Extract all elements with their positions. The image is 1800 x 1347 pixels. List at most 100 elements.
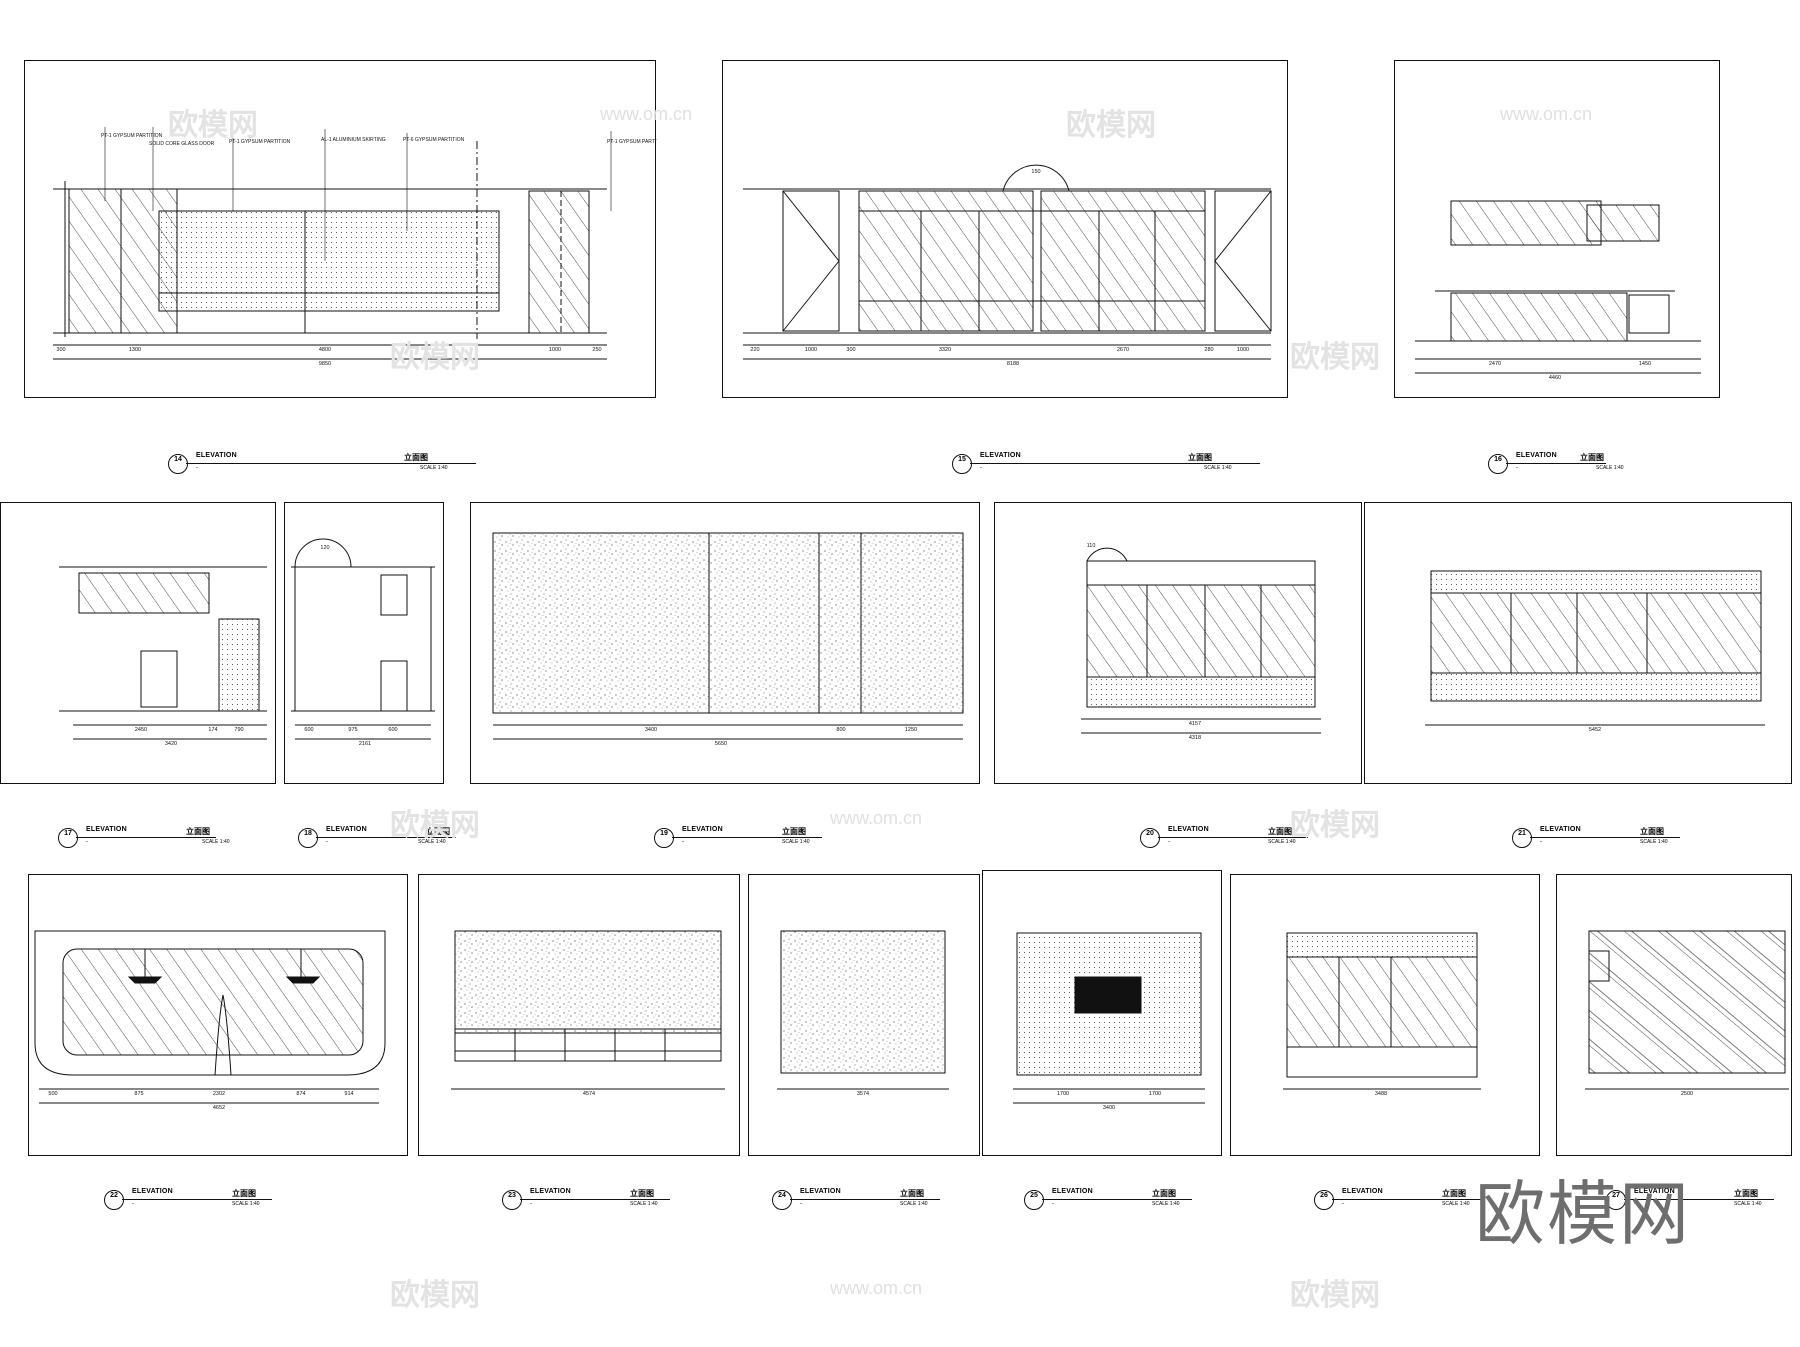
elevation-18-drawing: 120 600 975 600 2161 [291,538,435,747]
title-number: 22 [104,1190,124,1210]
svg-text:174: 174 [208,727,217,733]
svg-text:150: 150 [1031,169,1040,175]
elevation-20-title: 20 - ELEVATION 立面图 SCALE 1:40 [1140,826,1450,850]
svg-text:220: 220 [750,347,759,353]
svg-text:1300: 1300 [129,347,141,353]
svg-text:1000: 1000 [1237,347,1249,353]
elevation-25-title: 25 - ELEVATION 立面图 SCALE 1:40 [1024,1188,1334,1212]
title-number: 16 [1488,454,1508,474]
svg-text:PT-1 GYPSUM PARTITION: PT-1 GYPSUM PARTITION [229,139,291,145]
svg-text:280: 280 [1204,347,1213,353]
title-cn: 立面图 [782,827,806,836]
title-cn: 立面图 [1640,827,1664,836]
title-number: 26 [1314,1190,1334,1210]
svg-text:5650: 5650 [715,741,727,747]
elevation-21-drawing: 5452 [1425,570,1765,733]
svg-text:3574: 3574 [857,1091,869,1097]
title-number: 25 [1024,1190,1044,1210]
title-label: ELEVATION [1052,1188,1093,1195]
elevation-27-title: 27 - ELEVATION 立面图 SCALE 1:40 [1606,1188,1792,1212]
svg-text:4574: 4574 [583,1091,595,1097]
svg-text:PT-1 GYPSUM PARTITION: PT-1 GYPSUM PARTITION [101,133,163,139]
title-label: ELEVATION [800,1188,841,1195]
title-scale: SCALE 1:40 [1596,465,1624,471]
title-cn: 立面图 [1734,1189,1758,1198]
svg-text:2161: 2161 [359,741,371,747]
svg-text:1450: 1450 [1639,361,1651,367]
title-number: 24 [772,1190,792,1210]
svg-text:1000: 1000 [805,347,817,353]
svg-text:1700: 1700 [1149,1091,1161,1097]
title-scale: SCALE 1:40 [202,839,230,845]
watermark-text: 欧模网 [390,1278,480,1313]
title-scale: SCALE 1:40 [420,465,448,471]
elevation-14-title: 14 - ELEVATION 立面图 SCALE 1:40 [168,452,478,476]
watermark-url: www.om.cn [830,1278,923,1298]
svg-text:1000: 1000 [549,347,561,353]
title-label: ELEVATION [1168,826,1209,833]
elevation-24-frame: 3574 [748,874,980,1156]
title-cn: 立面图 [1580,453,1604,462]
title-scale: SCALE 1:40 [232,1201,260,1207]
title-scale: SCALE 1:40 [630,1201,658,1207]
elevation-15-frame: 150 220 1000 300 3320 2670 280 1000 8188 [722,60,1288,398]
title-label: ELEVATION [196,452,237,459]
elevation-24-drawing: 3574 [777,930,949,1097]
title-cn: 立面图 [186,827,210,836]
elevation-27-drawing: 2500 [1585,930,1789,1097]
title-number: 20 [1140,828,1160,848]
svg-text:2450: 2450 [135,727,147,733]
svg-text:250: 250 [592,347,601,353]
title-label: ELEVATION [326,826,367,833]
title-scale: SCALE 1:40 [1204,465,1232,471]
title-cn: 立面图 [1152,1189,1176,1198]
title-cn: 立面图 [1442,1189,1466,1198]
elevation-16-title: 16 - ELEVATION 立面图 SCALE 1:40 [1488,452,1798,476]
title-cn: 立面图 [404,453,428,462]
svg-text:3400: 3400 [645,727,657,733]
elevation-20-drawing: 110 4157 4318 [1081,543,1321,741]
svg-text:3488: 3488 [1375,1091,1387,1097]
svg-text:4800: 4800 [319,347,331,353]
svg-text:790: 790 [234,727,243,733]
svg-text:914: 914 [344,1091,353,1097]
elevation-22-frame: 500 875 2302 874 914 4652 [28,874,408,1156]
svg-text:2302: 2302 [213,1091,225,1097]
title-number: 14 [168,454,188,474]
title-number: 15 [952,454,972,474]
title-cn: 立面图 [900,1189,924,1198]
elevation-23-frame: 4574 [418,874,740,1156]
svg-text:4318: 4318 [1189,735,1201,741]
elevation-26-frame: 3488 [1230,874,1540,1156]
svg-text:874: 874 [296,1091,305,1097]
elevation-19-title: 19 - ELEVATION 立面图 SCALE 1:40 [654,826,964,850]
elevation-24-title: 24 - ELEVATION 立面图 SCALE 1:40 [772,1188,1082,1212]
svg-text:3420: 3420 [165,741,177,747]
svg-text:120: 120 [320,545,329,551]
title-cn: 立面图 [232,1189,256,1198]
title-number: 17 [58,828,78,848]
elevation-23-drawing: 4574 [451,930,725,1097]
svg-text:300: 300 [846,347,855,353]
svg-text:110: 110 [1087,543,1096,549]
title-label: ELEVATION [682,826,723,833]
elevation-19-frame: 3400 800 1250 5650 [470,502,980,784]
title-label: ELEVATION [1516,452,1557,459]
elevation-16-drawing: 2470 1450 4460 [1415,200,1701,381]
svg-text:5452: 5452 [1589,727,1601,733]
svg-text:4460: 4460 [1549,375,1561,381]
elevation-17-drawing: 2450 174 790 3420 [59,566,267,747]
elevation-20-frame: 110 4157 4318 [994,502,1362,784]
title-scale: SCALE 1:40 [418,839,446,845]
svg-text:800: 800 [836,727,845,733]
watermark-text: 欧模网 [1290,340,1380,375]
title-scale: SCALE 1:40 [782,839,810,845]
title-number: 19 [654,828,674,848]
svg-text:3320: 3320 [939,347,951,353]
svg-text:2470: 2470 [1489,361,1501,367]
elevation-18-title: 18 - ELEVATION 立面图 SCALE 1:40 [298,826,458,850]
svg-text:PT-1 GYPSUM PARTITION: PT-1 GYPSUM PARTITION [607,139,657,145]
title-scale: SCALE 1:40 [1442,1201,1470,1207]
